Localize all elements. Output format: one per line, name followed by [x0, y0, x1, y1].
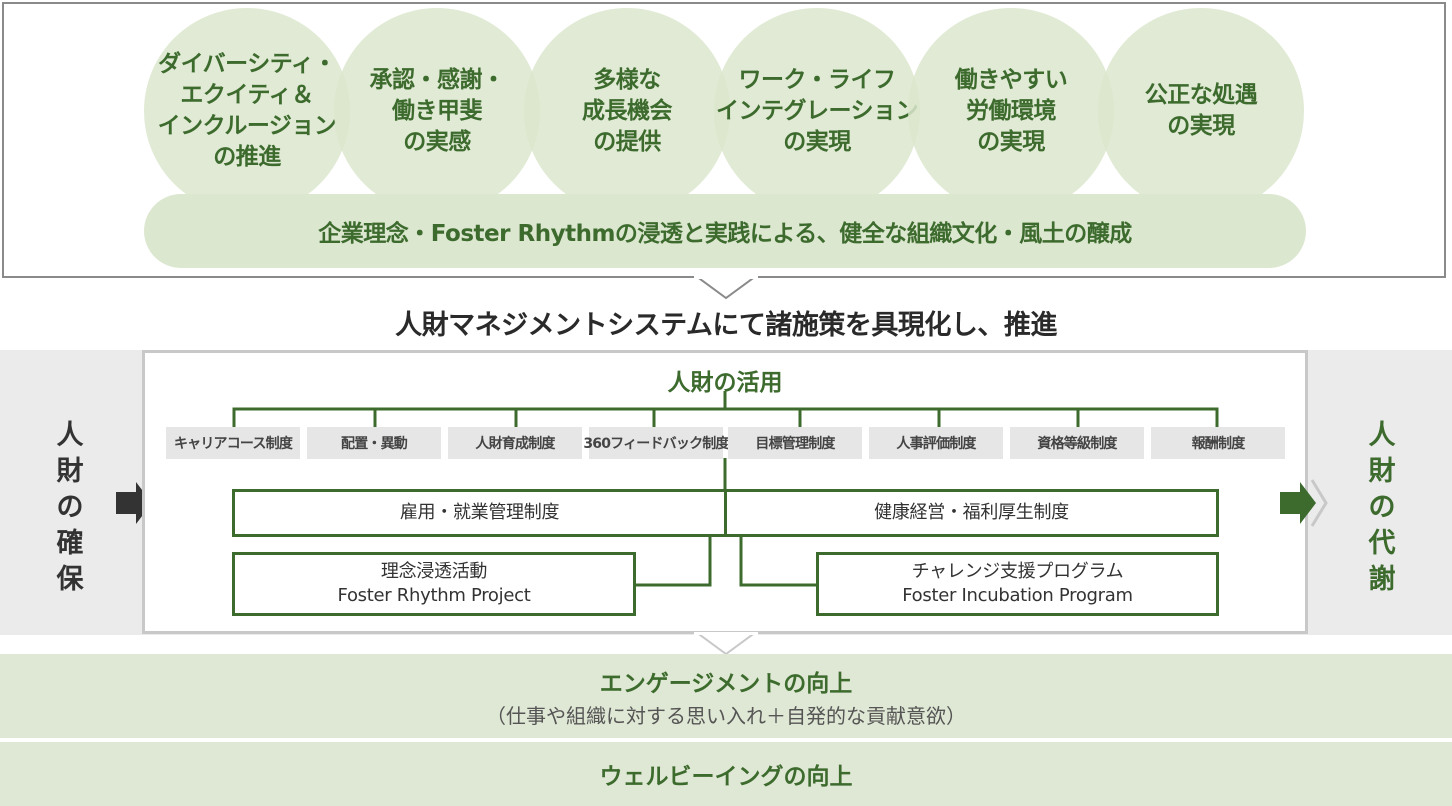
- value-circle-dei: ダイバーシティ・ エクイティ＆ インクルージョン の推進: [144, 8, 350, 214]
- system-item-360-feedback: 360フィードバック制度: [583, 427, 729, 459]
- employment-management-box: 雇用・就業管理制度: [232, 489, 727, 537]
- value-circle-recognition: 承認・感謝・ 働き甲斐 の実感: [334, 8, 540, 214]
- down-arrow-icon: [694, 632, 758, 656]
- challenge-program-label: チャレンジ支援プログラム: [911, 561, 1124, 582]
- system-item-talent-development: 人財育成制度: [448, 427, 582, 459]
- engagement-subtitle: （仕事や組織に対する思い入れ＋自発的な貢献意欲）: [486, 704, 966, 728]
- philosophy-activity-box: 理念浸透活動 Foster Rhythm Project: [232, 552, 636, 616]
- system-item-grade: 資格等級制度: [1010, 427, 1144, 459]
- engagement-band: [0, 654, 1452, 738]
- philosophy-activity-label: 理念浸透活動: [380, 561, 488, 582]
- system-item-objectives: 目標管理制度: [728, 427, 862, 459]
- wellbeing-band: ウェルビーイングの向上: [0, 742, 1452, 806]
- down-arrow-icon: [694, 276, 758, 300]
- challenge-program-box: チャレンジ支援プログラム Foster Incubation Program: [816, 552, 1219, 616]
- value-circle-fair-treatment: 公正な処遇 の実現: [1098, 8, 1304, 214]
- philosophy-project-label: Foster Rhythm Project: [337, 585, 531, 606]
- system-item-compensation: 報酬制度: [1151, 427, 1285, 459]
- incubation-program-label: Foster Incubation Program: [902, 585, 1133, 606]
- employment-management-label: 雇用・就業管理制度: [399, 502, 560, 523]
- system-item-placement: 配置・異動: [307, 427, 441, 459]
- right-arrow-icon: [1280, 479, 1328, 527]
- system-item-career-course: キャリアコース制度: [166, 427, 300, 459]
- health-welfare-label: 健康経営・福利厚生制度: [874, 502, 1069, 523]
- health-welfare-box: 健康経営・福利厚生制度: [724, 489, 1219, 537]
- value-circle-growth: 多様な 成長機会 の提供: [524, 8, 730, 214]
- engagement-title: エンゲージメントの向上: [599, 671, 853, 697]
- system-item-evaluation: 人事評価制度: [869, 427, 1003, 459]
- acquisition-label: 人 財 の 確 保: [56, 420, 84, 595]
- system-heading: 人財マネジメントシステムにて諸施策を具現化し、推進: [395, 310, 1057, 341]
- culture-foundation-bar: 企業理念・Foster Rhythmの浸透と実践による、健全な組織文化・風土の醸…: [144, 194, 1306, 268]
- value-circle-work-environment: 働きやすい 労働環境 の実現: [908, 8, 1114, 214]
- turnover-label: 人 財 の 代 謝: [1368, 420, 1396, 595]
- value-circle-work-life: ワーク・ライフ インテグレーション の実現: [714, 8, 920, 214]
